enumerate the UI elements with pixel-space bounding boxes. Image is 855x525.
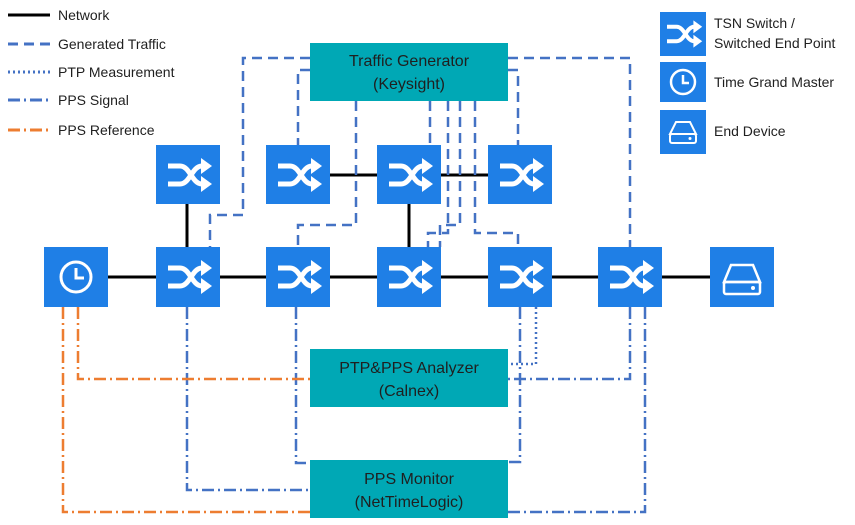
- monitor-label: PPS Monitor: [364, 471, 454, 488]
- tsn-switch-top-2: [266, 145, 330, 204]
- legend-ptp-measurement-label: PTP Measurement: [58, 64, 175, 80]
- key-hard-drive-icon: [668, 121, 698, 144]
- legend-pps-reference-label: PPS Reference: [58, 122, 155, 138]
- analyzer-vendor: (Calnex): [379, 383, 439, 400]
- generated-traffic-links: [208, 56, 632, 247]
- clock-icon: [59, 260, 93, 294]
- traffic-generator-box: Traffic Generator (Keysight): [310, 43, 508, 101]
- ptp-pps-analyzer-box: PTP&PPS Analyzer (Calnex): [310, 349, 508, 407]
- pps-monitor-box: PPS Monitor (NetTimeLogic): [310, 460, 508, 518]
- tsn-switch-top-3: [377, 145, 441, 204]
- analyzer-label: PTP&PPS Analyzer: [339, 360, 479, 377]
- key-tsn-switch-label-line2: Switched End Point: [714, 35, 836, 51]
- legend-generated-traffic-label: Generated Traffic: [58, 36, 166, 52]
- end-device-node: [710, 247, 774, 307]
- key-clock-icon: [669, 68, 697, 96]
- tsn-switch-bottom-3: [377, 247, 441, 307]
- key: TSN Switch / Switched End Point Time Gra…: [660, 12, 836, 154]
- key-end-device-label: End Device: [714, 123, 786, 139]
- key-tsn-switch-label-line1: TSN Switch /: [714, 15, 795, 31]
- tsn-switch-bottom-1: [156, 247, 220, 307]
- legend-pps-signal-label: PPS Signal: [58, 92, 129, 108]
- ptp-measurement-links: [508, 307, 538, 366]
- traffic-generator-label: Traffic Generator: [349, 53, 470, 70]
- monitor-vendor: (NetTimeLogic): [355, 494, 464, 511]
- legend-network-label: Network: [58, 7, 110, 23]
- time-grand-master-node: [44, 247, 108, 307]
- tsn-switch-bottom-5: [598, 247, 662, 307]
- hard-drive-icon: [722, 263, 762, 296]
- tsn-switch-top-4: [488, 145, 552, 204]
- pps-signal-links: [185, 307, 647, 514]
- tsn-switch-top-left: [156, 145, 220, 204]
- traffic-generator-vendor: (Keysight): [373, 76, 445, 93]
- key-end-device-tile: [660, 110, 706, 154]
- tsn-switch-bottom-2: [266, 247, 330, 307]
- pps-reference-links: [61, 307, 310, 514]
- legend: Network Generated Traffic PTP Measuremen…: [8, 7, 175, 138]
- key-time-grand-master-label: Time Grand Master: [714, 74, 834, 90]
- tsn-switch-bottom-4: [488, 247, 552, 307]
